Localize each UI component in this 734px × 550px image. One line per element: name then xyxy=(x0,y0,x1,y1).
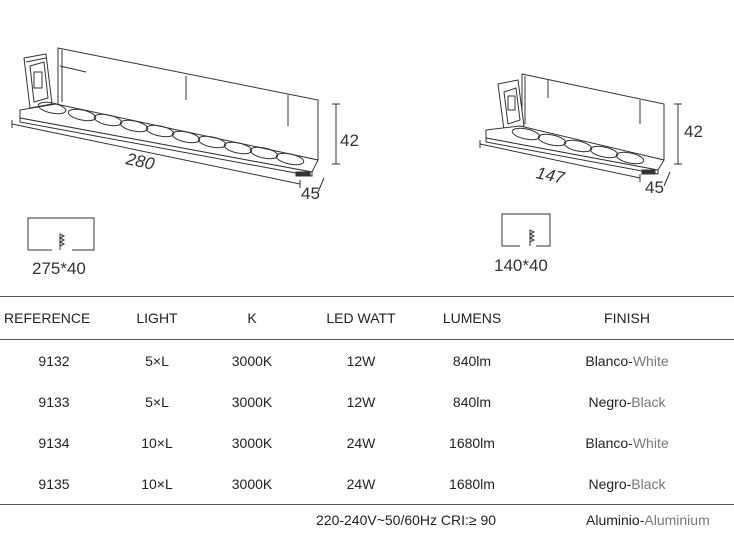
cell-k: 3000K xyxy=(231,352,273,369)
cell-lumens: 840lm xyxy=(452,393,492,410)
header-finish: FINISH xyxy=(520,296,734,340)
cutout-label-left: 275*40 xyxy=(32,259,86,278)
table-header-row: REFERENCE LIGHT K LED WATT LUMENS FINISH xyxy=(0,296,734,340)
cell-k: 3000K xyxy=(231,393,273,410)
fixture-10-light-drawing xyxy=(11,47,340,193)
material-es: Aluminio xyxy=(586,512,640,528)
power-spec: 220-240V~50/60Hz CRI:≥ 90 xyxy=(316,512,497,528)
cutout-symbol-right xyxy=(501,213,551,247)
cell-lumens: 1680lm xyxy=(449,434,495,451)
cell-reference: 9135 xyxy=(0,463,108,505)
width-label-right: 45 xyxy=(645,178,664,197)
cell-watt: 12W xyxy=(346,352,376,369)
cell-watt: 24W xyxy=(298,463,424,505)
finish-en: White xyxy=(632,352,669,369)
width-label-left: 45 xyxy=(301,184,320,203)
material-spec: Aluminio-Aluminium xyxy=(586,512,710,528)
cutout-label-right: 140*40 xyxy=(494,256,548,275)
finish-es: Negro xyxy=(588,475,627,492)
header-led-watt: LED WATT xyxy=(298,296,424,340)
table-row: 9135 10×L 3000K 24W 1680lm Negro-Black xyxy=(0,463,734,505)
material-en: Aluminium xyxy=(644,512,710,528)
cell-finish: Blanco-White xyxy=(585,352,669,369)
spec-table: REFERENCE LIGHT K LED WATT LUMENS FINISH… xyxy=(0,296,734,505)
fixture-5-light-drawing xyxy=(479,73,682,187)
finish-es: Negro xyxy=(588,393,627,410)
cell-k: 3000K xyxy=(231,434,273,451)
cell-watt: 12W xyxy=(346,393,376,410)
cell-light: 10×L xyxy=(141,434,173,451)
cell-reference: 9132 xyxy=(38,352,70,369)
height-label-right: 42 xyxy=(684,122,703,141)
finish-en: Black xyxy=(631,475,666,492)
header-lumens: LUMENS xyxy=(424,296,520,340)
finish-en: White xyxy=(632,434,669,451)
finish-en: Black xyxy=(631,393,666,410)
cell-light: 10×L xyxy=(108,463,206,505)
cell-finish: Negro-Black xyxy=(520,463,734,505)
header-light: LIGHT xyxy=(108,296,206,340)
cell-reference: 9134 xyxy=(38,434,70,451)
cell-finish: Blanco-White xyxy=(585,434,669,451)
header-k: K xyxy=(206,296,298,340)
cutout-symbol-left xyxy=(27,217,95,251)
cell-finish: Negro-Black xyxy=(588,393,666,410)
cell-light: 5×L xyxy=(145,393,169,410)
cell-lumens: 840lm xyxy=(452,352,492,369)
table-row: 9134 10×L 3000K 24W 1680lm Blanco-White xyxy=(0,422,734,463)
finish-es: Blanco xyxy=(585,434,629,451)
finish-es: Blanco xyxy=(585,352,629,369)
cell-watt: 24W xyxy=(346,434,376,451)
cell-k: 3000K xyxy=(206,463,298,505)
cell-lumens: 1680lm xyxy=(424,463,520,505)
cell-reference: 9133 xyxy=(38,393,70,410)
height-label-left: 42 xyxy=(340,131,359,150)
cell-light: 5×L xyxy=(145,352,169,369)
table-row: 9132 5×L 3000K 12W 840lm Blanco-White xyxy=(0,340,734,382)
product-drawings xyxy=(11,47,682,251)
header-reference: REFERENCE xyxy=(0,296,108,340)
table-row: 9133 5×L 3000K 12W 840lm Negro-Black xyxy=(0,381,734,422)
drawings-svg xyxy=(11,47,682,251)
